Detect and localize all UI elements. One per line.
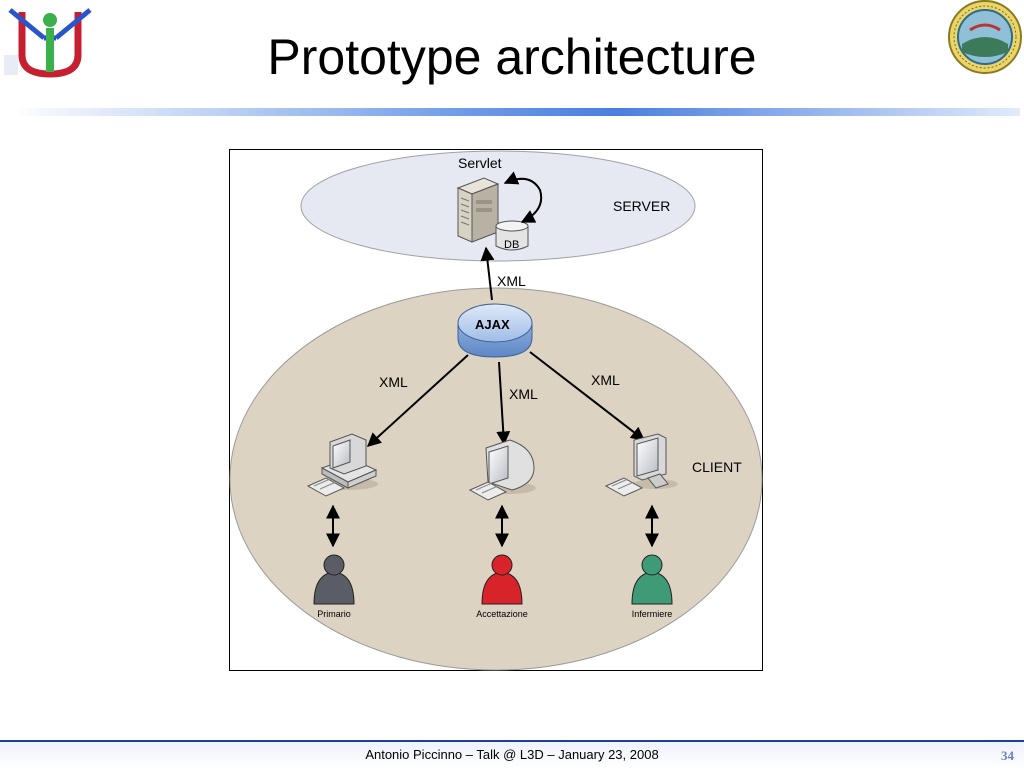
- edge-label-accettazione: XML: [509, 386, 538, 402]
- user-label-infermiere: Infermiere: [632, 609, 673, 619]
- ajax-client2-edge: [496, 361, 511, 446]
- edge-label-primario: XML: [379, 374, 408, 390]
- ajax-node: [457, 303, 533, 358]
- user-primario-icon: [313, 554, 355, 605]
- edge-label-infermiere: XML: [591, 372, 620, 388]
- servlet-label: Servlet: [458, 155, 502, 171]
- user-label-accettazione: Accettazione: [476, 609, 528, 619]
- ajax-label: AJAX: [475, 317, 510, 332]
- user-infermiere-icon: [631, 554, 673, 605]
- ajax-server-edge-label: XML: [497, 273, 526, 289]
- user-accettazione-icon: [481, 554, 523, 605]
- ajax-client3-edge: [529, 351, 646, 441]
- client-label: CLIENT: [692, 459, 742, 475]
- footer-text: Antonio Piccinno – Talk @ L3D – January …: [365, 747, 659, 762]
- db-label: DB: [504, 239, 519, 251]
- ajax-server-edge: [480, 246, 495, 301]
- workstation-infermiere-icon: [604, 433, 678, 497]
- ivu-logo-icon: [4, 8, 92, 78]
- slide-footer: Antonio Piccinno – Talk @ L3D – January …: [0, 740, 1024, 770]
- server-label: SERVER: [613, 198, 670, 214]
- user-label-primario: Primario: [317, 609, 351, 619]
- university-seal-icon: [948, 0, 1022, 74]
- database-icon: [495, 220, 529, 251]
- server-tower-icon: [456, 177, 500, 243]
- workstation-accettazione-icon: [468, 439, 536, 501]
- page-number: 34: [1001, 748, 1014, 763]
- title-divider: [10, 108, 1020, 116]
- slide-title: Prototype architecture: [267, 29, 757, 85]
- workstation-primario-icon: [306, 433, 378, 497]
- ajax-client1-edge: [366, 354, 469, 447]
- servlet-db-cycle-arrow: [503, 171, 543, 223]
